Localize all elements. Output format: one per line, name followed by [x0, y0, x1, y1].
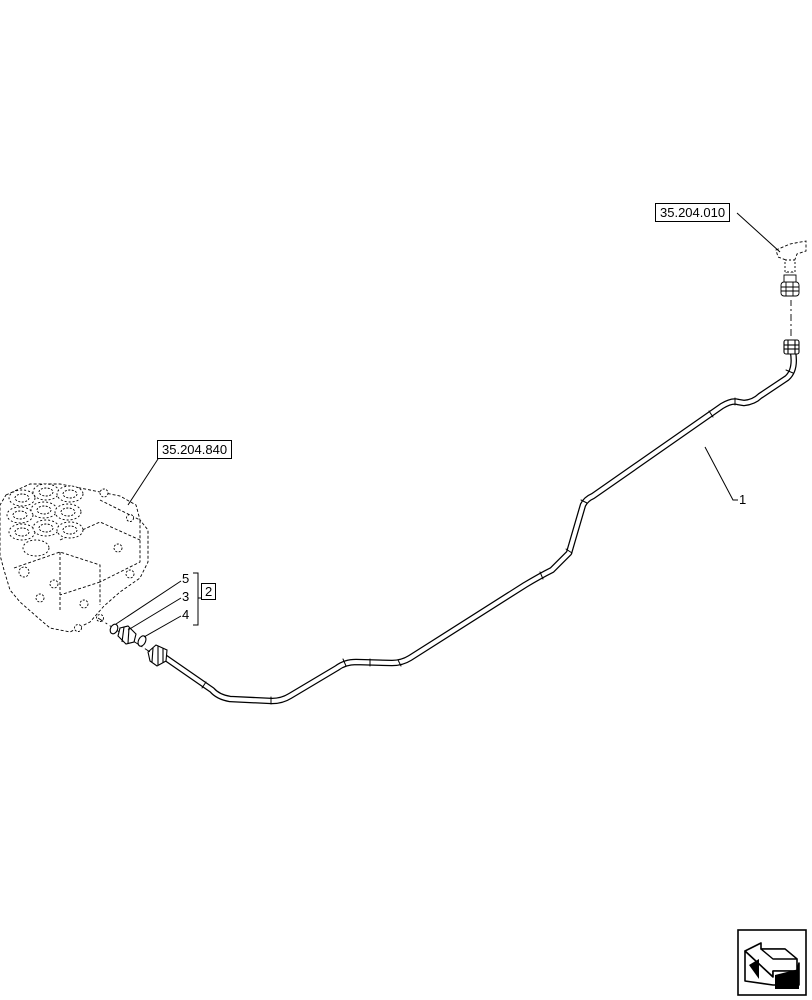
callout-5: 5 [182, 571, 190, 586]
callout-2-kit: 2 [201, 583, 217, 600]
reference-35-204-010[interactable]: 35.204.010 [655, 203, 731, 222]
control-valve [0, 483, 149, 633]
callout-3: 3 [182, 589, 190, 604]
callout-1: 1 [739, 492, 747, 507]
reference-35-204-840[interactable]: 35.204.840 [157, 440, 233, 459]
callout-leaders [115, 446, 738, 638]
o-ring-4 [137, 635, 147, 647]
fitting-parts [109, 623, 147, 647]
adapter-3 [117, 625, 137, 645]
callout-4: 4 [182, 607, 190, 622]
pipe-nut-left [147, 644, 168, 667]
upper-fitting [775, 240, 807, 297]
pipe-nut-right [783, 339, 800, 355]
leader-top-ref [736, 212, 781, 253]
o-ring-5 [109, 623, 119, 635]
leader-valve-ref [127, 458, 159, 506]
next-page-arrow-icon[interactable] [737, 929, 807, 996]
hydraulic-pipe [156, 348, 797, 705]
